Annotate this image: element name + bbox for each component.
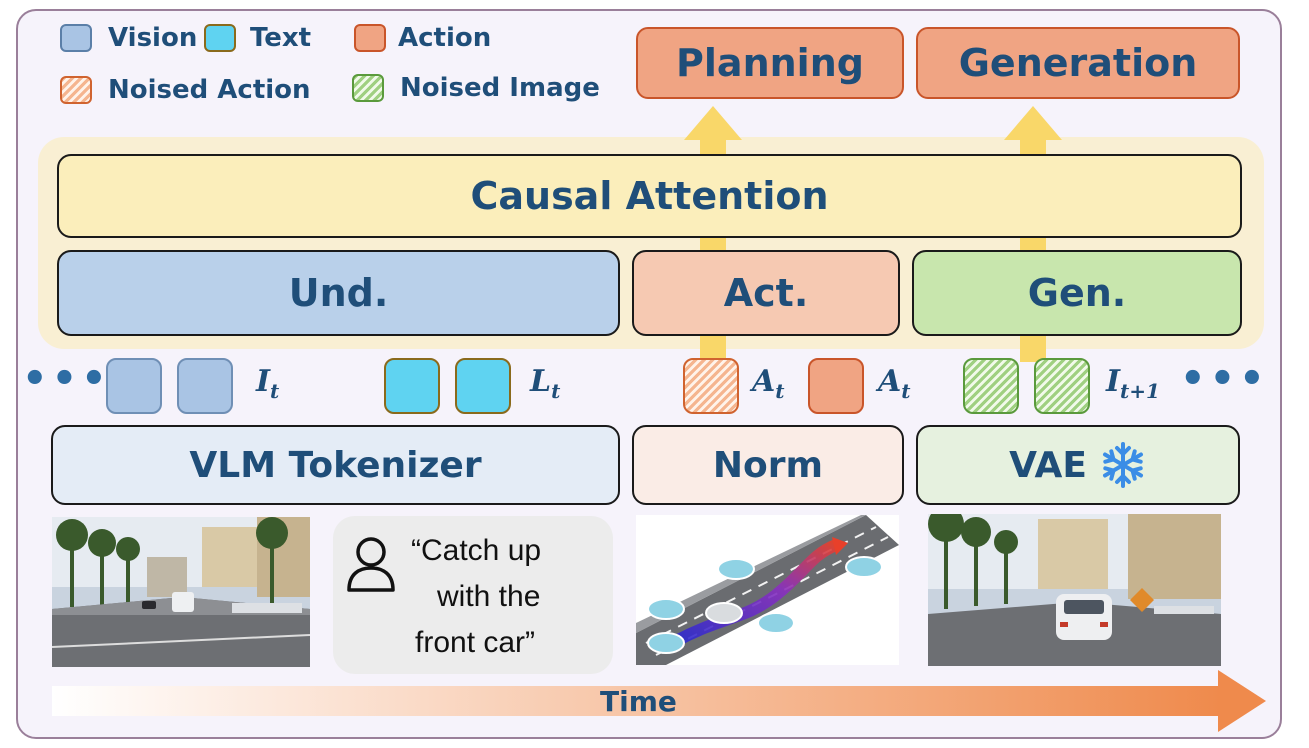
legend-text-swatch [204, 24, 236, 52]
act-block: Act. [632, 250, 900, 336]
trajectory-illustration [636, 515, 899, 665]
norm-block: Norm [632, 425, 904, 505]
instruction-line-2: with the [437, 580, 541, 613]
vision-token-1 [106, 358, 162, 414]
action-token [808, 358, 864, 414]
snowflake-icon [1102, 442, 1143, 488]
causal-attention-block: Causal Attention [57, 154, 1242, 238]
legend-text-label: Text [250, 23, 312, 53]
instruction-line-3: front car” [415, 626, 536, 659]
vision-token-symbol: It [256, 364, 280, 403]
legend-noised-action-label: Noised Action [108, 75, 311, 105]
legend-noised-image-label: Noised Image [400, 73, 600, 103]
vlm-tokenizer-block: VLM Tokenizer [51, 425, 620, 505]
vae-label: VAE [1009, 444, 1087, 486]
gen-block: Gen. [912, 250, 1242, 336]
text-token-symbol: Lt [530, 364, 561, 403]
noised-action-symbol: At [752, 364, 785, 403]
action-symbol: At [878, 364, 911, 403]
planning-output: Planning [636, 27, 904, 99]
legend-vision-label: Vision [108, 23, 198, 53]
text-token-2 [455, 358, 511, 414]
noised-image-symbol: It+1 [1106, 364, 1160, 403]
time-label: Time [600, 685, 677, 718]
user-icon [347, 537, 395, 592]
legend-noised-action-swatch [60, 76, 92, 104]
ellipsis-left: ••• [22, 356, 111, 402]
instruction-line-1: “Catch up [411, 534, 542, 567]
ellipsis-right: ••• [1180, 356, 1269, 402]
noised-image-token-1 [963, 358, 1019, 414]
legend-noised-image-swatch [352, 74, 384, 102]
noised-image-token-2 [1034, 358, 1090, 414]
legend-action-label: Action [398, 23, 492, 53]
camera-frame-next [928, 514, 1221, 666]
instruction-bubble: “Catch up with the front car” [333, 516, 613, 674]
legend-action-swatch [354, 24, 386, 52]
noised-action-token [683, 358, 739, 414]
text-token-1 [384, 358, 440, 414]
legend-vision-swatch [60, 24, 92, 52]
camera-frame-current [52, 517, 310, 667]
und-block: Und. [57, 250, 620, 336]
generation-output: Generation [916, 27, 1240, 99]
vision-token-2 [177, 358, 233, 414]
vae-block: VAE [916, 425, 1240, 505]
